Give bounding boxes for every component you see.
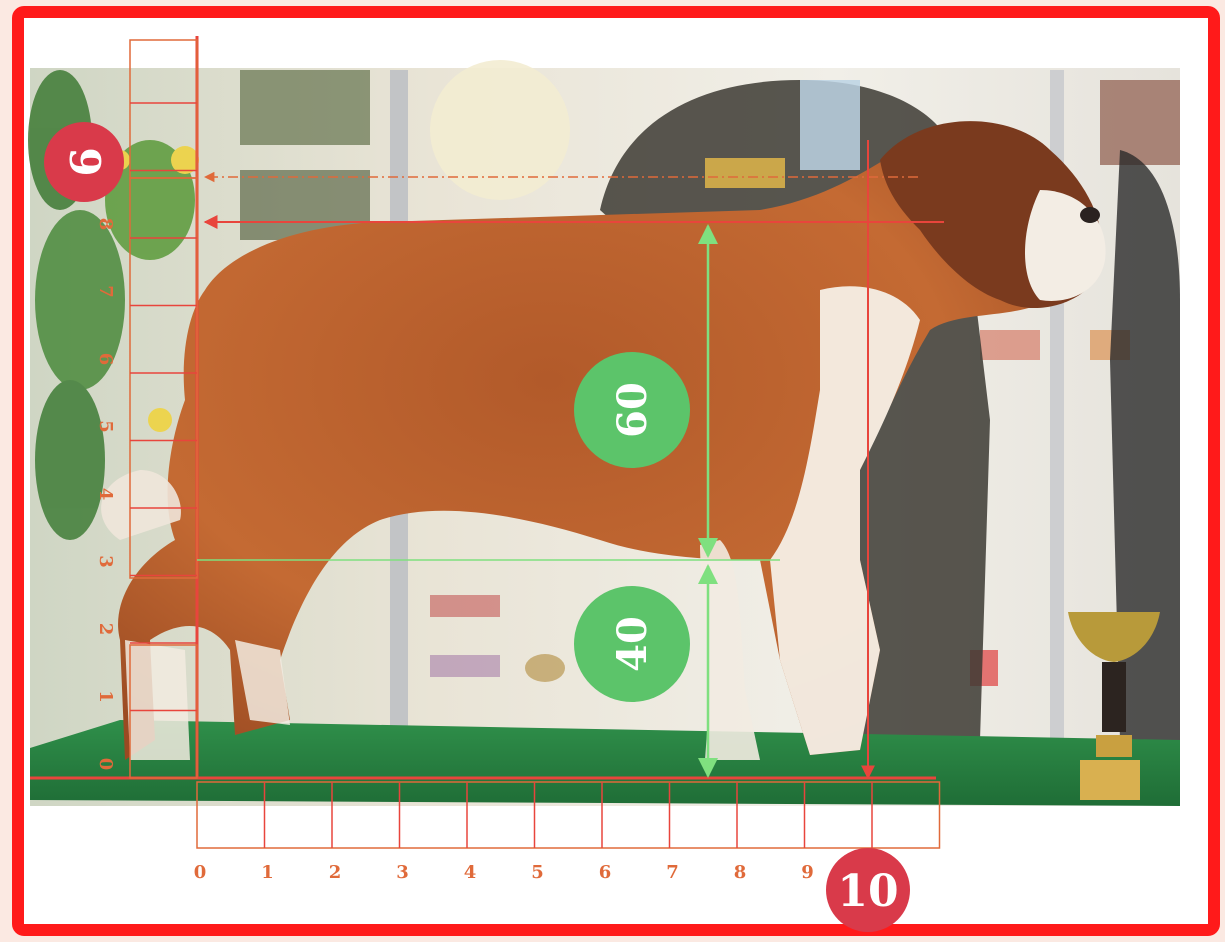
vertical-scale-box-mid <box>129 177 198 579</box>
measurement-overlay: 0 1 2 3 4 5 6 7 8 9 10 0 1 2 3 4 5 6 7 8 9 60 40 <box>30 36 944 932</box>
horizontal-scale-label: 0 <box>194 862 207 883</box>
vertical-scale-label: 0 <box>95 758 116 771</box>
horizontal-scale-label: 4 <box>464 862 477 883</box>
vertical-scale-badge <box>44 122 124 202</box>
horizontal-scale-label: 1 <box>261 862 274 883</box>
horizontal-scale-label: 8 <box>734 862 747 883</box>
horizontal-scale-badge-label: 10 <box>837 866 898 917</box>
vertical-scale-label: 3 <box>95 555 116 568</box>
horizontal-scale-badge <box>826 848 910 932</box>
horizontal-scale-label: 6 <box>599 862 612 883</box>
horizontal-scale-label: 7 <box>666 862 679 883</box>
horizontal-scale-label: 3 <box>396 862 409 883</box>
vertical-scale-label: 2 <box>95 623 116 636</box>
vertical-scale-label: 4 <box>95 488 116 501</box>
vertical-scale-label: 8 <box>95 218 116 231</box>
horizontal-scale-label: 9 <box>801 862 814 883</box>
lower-proportion-badge <box>574 586 690 702</box>
horizontal-scale-box <box>196 781 941 849</box>
vertical-scale-badge-label: 9 <box>60 147 109 176</box>
upper-proportion-label: 60 <box>609 382 656 438</box>
vertical-scale-box-low <box>129 644 198 779</box>
vertical-scale-label: 1 <box>95 690 116 703</box>
lower-proportion-label: 40 <box>609 616 656 672</box>
trophy-icon <box>1068 612 1160 800</box>
upper-proportion-badge <box>574 352 690 468</box>
vertical-scale-label: 5 <box>95 420 116 433</box>
horizontal-scale-label: 5 <box>531 862 544 883</box>
horizontal-scale-label: 2 <box>329 862 342 883</box>
vertical-scale-label: 7 <box>95 285 116 298</box>
vertical-scale-label: 6 <box>95 353 116 366</box>
